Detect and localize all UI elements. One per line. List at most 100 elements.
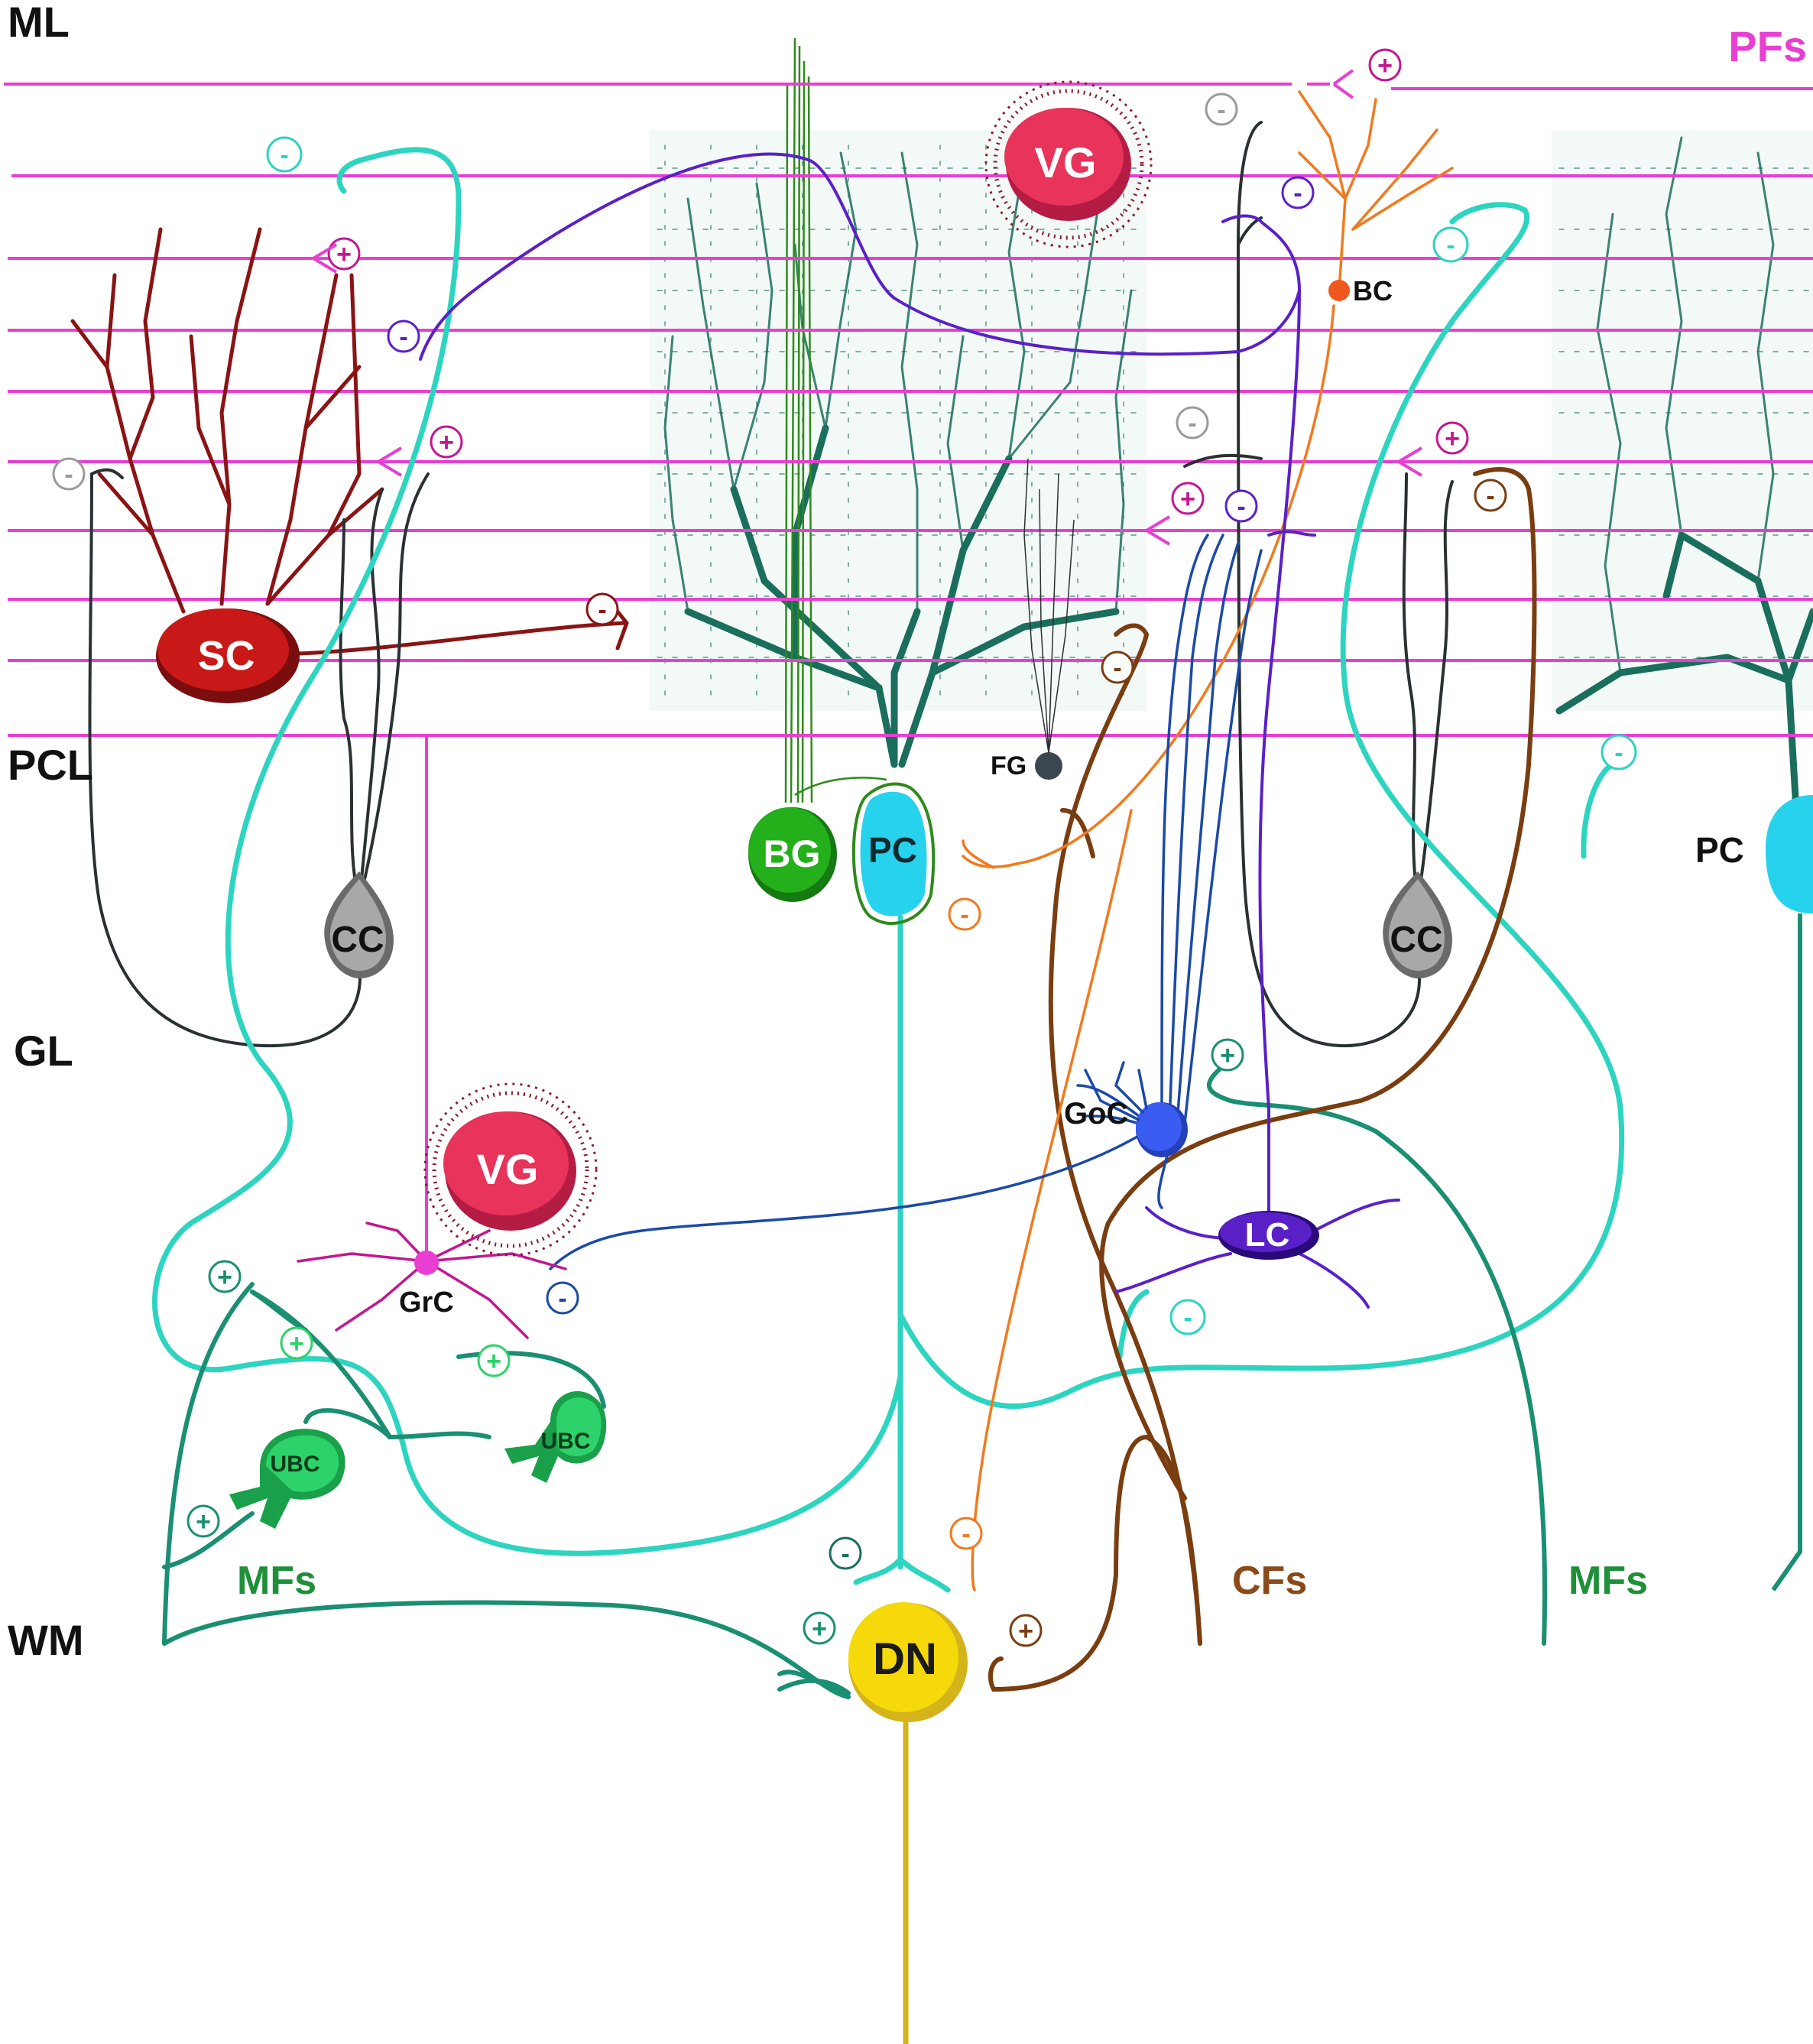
dentate-nucleus-body xyxy=(848,1602,968,1722)
layer-label-wm: WM xyxy=(8,1616,84,1664)
basket-cell-body xyxy=(1328,280,1350,301)
svg-text:+: + xyxy=(289,1329,304,1358)
candelabrum-cell-left-label: CC xyxy=(331,920,384,960)
parallel-fibers-label: PFs xyxy=(1728,22,1807,70)
svg-text:-: - xyxy=(399,323,407,352)
purkinje-cell-body-center xyxy=(851,782,936,926)
svg-text:+: + xyxy=(486,1347,501,1376)
golgi-cell-body xyxy=(1136,1102,1188,1157)
mossy-fibers-left-label: MFs xyxy=(237,1559,316,1603)
candelabrum-cell-body-left xyxy=(324,871,394,978)
purkinje-cell-axons xyxy=(152,147,1625,1593)
svg-text:+: + xyxy=(1180,485,1195,514)
svg-text:+: + xyxy=(1445,424,1460,453)
candelabrum-cell-processes xyxy=(88,121,1454,1048)
svg-text:-: - xyxy=(841,1539,849,1569)
svg-text:-: - xyxy=(598,595,606,625)
purkinje-cell-right-label: PC xyxy=(1695,830,1744,870)
excitatory-synapse-sign: + xyxy=(430,425,463,459)
inhibitory-synapse-sign: - xyxy=(387,320,420,353)
excitatory-synapse-sign: + xyxy=(208,1260,242,1293)
climbing-fibers xyxy=(988,467,1537,1692)
excitatory-synapse-sign: + xyxy=(280,1326,313,1360)
ubc-body-left xyxy=(229,1429,345,1529)
svg-text:+: + xyxy=(812,1614,827,1643)
bergmann-glia-fibers xyxy=(784,37,887,803)
stellate-cell-processes xyxy=(70,227,629,656)
inhibitory-synapse-sign: - xyxy=(948,897,981,931)
svg-text:-: - xyxy=(280,141,288,170)
svg-text:-: - xyxy=(960,900,968,930)
inhibitory-synapse-sign: - xyxy=(1224,489,1258,523)
inhibitory-synapse-sign: - xyxy=(1101,651,1134,684)
parallel-fibers xyxy=(4,83,1813,1261)
basket-cell-label: BC xyxy=(1353,275,1393,307)
svg-text:-: - xyxy=(1217,96,1225,125)
excitatory-synapse-sign: + xyxy=(477,1344,511,1377)
svg-text:-: - xyxy=(64,460,73,489)
lugaro-cell-label: LC xyxy=(1245,1216,1290,1254)
fusiform-glia-label: FG xyxy=(991,751,1027,780)
svg-text:+: + xyxy=(439,428,454,457)
inhibitory-synapse-sign: - xyxy=(1176,406,1209,440)
svg-text:-: - xyxy=(962,1520,970,1549)
purkinje-dendritic-tree-right xyxy=(1552,130,1813,814)
dentate-nucleus-label: DN xyxy=(873,1634,937,1684)
inhibitory-synapse-sign: - xyxy=(1281,176,1315,209)
excitatory-synapse-sign: + xyxy=(1435,421,1469,455)
svg-text:-: - xyxy=(1293,179,1302,208)
svg-text:+: + xyxy=(1220,1041,1235,1070)
excitatory-synapse-sign: + xyxy=(1171,482,1205,515)
inhibitory-synapse-sign: - xyxy=(1474,479,1507,512)
layer-label-ml: ML xyxy=(8,0,70,46)
svg-text:-: - xyxy=(1486,482,1494,511)
svg-text:-: - xyxy=(1183,1303,1192,1332)
granule-cell-body xyxy=(414,1251,439,1275)
excitatory-synapse-sign: + xyxy=(1368,48,1402,82)
inhibitory-synapse-sign: - xyxy=(949,1517,983,1550)
svg-text:-: - xyxy=(1237,492,1245,521)
inhibitory-synapse-sign: - xyxy=(1169,1299,1206,1335)
svg-text:-: - xyxy=(1446,231,1455,260)
fusiform-glia-body xyxy=(1035,752,1062,780)
layer-label-pcl: PCL xyxy=(8,741,93,789)
svg-text:-: - xyxy=(558,1284,566,1313)
lugaro-cell-body xyxy=(1218,1211,1319,1260)
inhibitory-synapse-sign: - xyxy=(546,1281,579,1315)
granule-cell-dendrites xyxy=(297,1222,567,1339)
inhibitory-synapse-sign: - xyxy=(52,457,86,491)
excitatory-synapse-sign: + xyxy=(803,1611,836,1645)
excitatory-synapse-sign: + xyxy=(327,237,361,271)
mossy-fibers-right-label: MFs xyxy=(1568,1559,1648,1603)
golgi-cell-processes xyxy=(549,534,1263,1270)
svg-text:+: + xyxy=(1377,51,1393,80)
svg-text:-: - xyxy=(1188,409,1196,438)
lugaro-cell-processes xyxy=(419,152,1400,1309)
velate-glia-top xyxy=(984,80,1153,248)
svg-text:-: - xyxy=(1113,654,1121,683)
stellate-cell-body xyxy=(156,608,300,703)
purkinje-cell-body-right xyxy=(1766,795,1813,1591)
fusiform-glia-processes xyxy=(1023,458,1075,754)
svg-text:+: + xyxy=(196,1507,211,1536)
stellate-cell-label: SC xyxy=(197,633,255,679)
climbing-fibers-label: CFs xyxy=(1232,1559,1307,1603)
synapse-signs: + - - + - + - - xyxy=(52,48,1637,1647)
bergmann-glia-label: BG xyxy=(764,832,821,875)
golgi-dendrite-tuft xyxy=(1084,1061,1148,1121)
golgi-cell-label: GoC xyxy=(1064,1097,1128,1131)
inhibitory-synapse-sign: - xyxy=(1432,226,1469,263)
mossy-fibers xyxy=(162,1064,1548,1699)
ubc-right-label: UBC xyxy=(541,1429,591,1454)
candelabrum-cell-body-right xyxy=(1383,871,1452,978)
basket-cell-processes xyxy=(962,90,1454,1591)
candelabrum-cell-right-label: CC xyxy=(1390,920,1442,960)
svg-text:-: - xyxy=(1614,738,1623,767)
excitatory-synapse-sign: + xyxy=(1211,1038,1244,1072)
layer-label-gl: GL xyxy=(14,1027,73,1075)
velate-glia-top-label: VG xyxy=(1035,138,1097,187)
velate-glia-bottom xyxy=(423,1082,598,1257)
inhibitory-synapse-sign: - xyxy=(829,1536,862,1570)
purkinje-dendritic-tree-center xyxy=(650,130,1147,768)
